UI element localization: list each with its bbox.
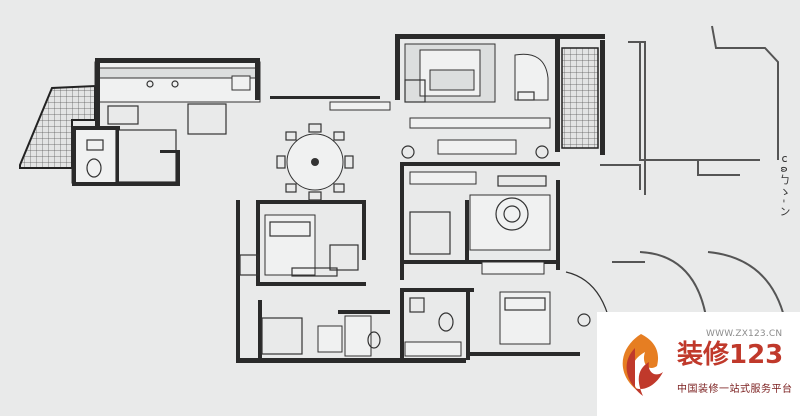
adjacent-unit-outline	[600, 25, 786, 331]
guest-bathroom	[71, 127, 177, 184]
living-balcony	[561, 47, 599, 149]
flame-logo-icon	[622, 334, 663, 396]
watermark-url: WWW.ZX123.CN	[706, 329, 783, 339]
corridor-cabinet	[329, 101, 391, 111]
secondary-bedroom	[239, 214, 359, 277]
watermark-tagline: 中国装修一站式服务平台	[677, 384, 793, 395]
left-balcony	[19, 84, 96, 169]
kitchen	[94, 61, 261, 135]
watermark-logo: 装修123	[597, 312, 800, 416]
lower-rooms	[261, 297, 462, 357]
side-annotation: ⅽɷㄅゝ-ン	[778, 152, 791, 218]
master-bedroom	[409, 171, 551, 275]
living-room	[401, 43, 551, 159]
brand-text: 装修123	[677, 340, 784, 370]
dining-table	[276, 123, 354, 201]
walls	[72, 34, 605, 363]
study	[499, 271, 615, 353]
